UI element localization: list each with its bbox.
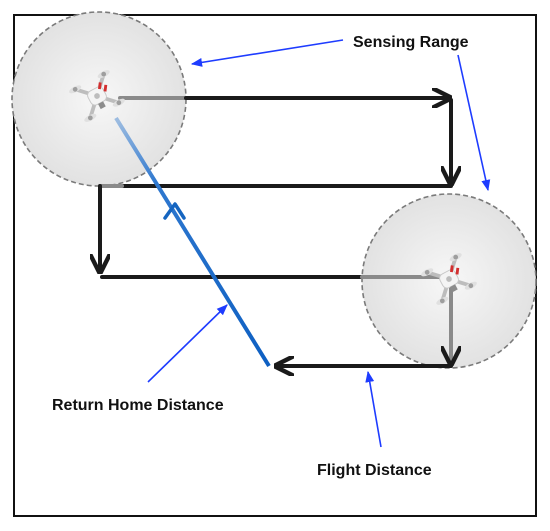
label-return-home-distance: Return Home Distance — [52, 397, 224, 414]
label-sensing-range: Sensing Range — [353, 34, 469, 51]
pointer-arrow-flight-distance — [365, 370, 382, 448]
label-flight-distance: Flight Distance — [317, 462, 432, 479]
return-home-path — [114, 116, 271, 368]
pointer-arrow-return-home — [147, 304, 228, 383]
return-home-arrowhead — [163, 202, 186, 220]
pointer-arrow-sensing-start — [190, 39, 344, 67]
pointer-arrow-sensing-current — [457, 54, 491, 192]
pointer-arrows — [147, 39, 491, 448]
flight-path — [100, 98, 451, 366]
